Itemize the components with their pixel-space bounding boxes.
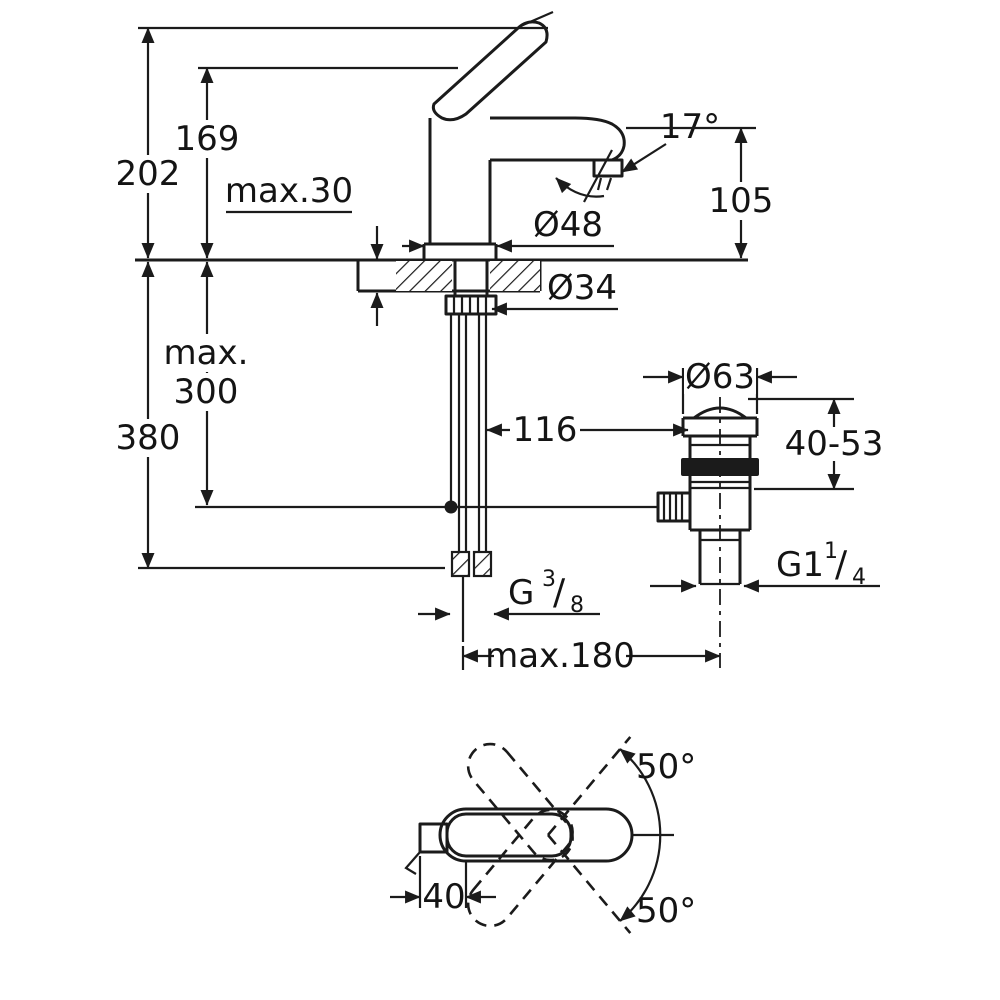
escutcheon-base <box>422 242 498 260</box>
spout <box>490 116 626 162</box>
supply-thread-slash: / <box>553 572 566 613</box>
rod-adjusting-knob <box>656 491 692 523</box>
dim-total-height: 202 <box>116 154 181 194</box>
rubber-gasket <box>681 458 759 476</box>
dim-hose-max-label: max. <box>164 333 249 373</box>
dim-supply-thread: G 3 / 8 <box>418 567 600 621</box>
supply-hoses <box>457 314 488 552</box>
supply-thread-sub: 8 <box>570 593 584 618</box>
hose-fitting-right <box>472 550 493 578</box>
top-view: 50° 50° 40 <box>390 736 696 934</box>
supply-thread-base: G <box>508 573 534 613</box>
dim-swivel-upper: 50° <box>636 747 696 787</box>
waste-thread-base: G1 <box>776 545 824 585</box>
dim-shank-diameter: Ø34 <box>547 268 617 308</box>
dim-waste-thread: G1 1 / 4 <box>650 539 880 593</box>
handle-position-lower <box>466 736 632 928</box>
dim-base-diameter: Ø48 <box>533 205 603 245</box>
lever-handle <box>431 10 554 122</box>
faucet-top-view <box>404 807 674 875</box>
dim-swivel-lower: 50° <box>636 891 696 931</box>
waste-dome-cap <box>693 406 747 420</box>
waste-thread-slash: / <box>835 544 848 585</box>
handle-top-outline <box>445 812 573 858</box>
waste-thread-sup: 1 <box>824 539 838 564</box>
dim-spout-height: 105 <box>709 181 774 221</box>
dim-max-center-distance: max.180 <box>485 636 635 676</box>
spout-angle-arc <box>555 177 605 198</box>
dim-hose-max-value: 300 <box>174 372 239 412</box>
dimension-annotations: 202 169 max.30 17° 105 Ø48 Ø34 <box>116 26 884 676</box>
mounting-deck <box>135 258 748 293</box>
dim-waste-diameter: Ø63 <box>685 357 755 397</box>
deck-hatching-right <box>490 261 540 291</box>
front-view: 202 169 max.30 17° 105 Ø48 Ø34 <box>116 10 884 676</box>
rod-ball-joint <box>444 500 458 514</box>
dim-handle-width: 40 <box>390 856 496 917</box>
drain-assembly <box>656 365 759 668</box>
dim-height-to-cartridge: 169 <box>175 119 240 159</box>
handle-position-upper <box>466 742 632 934</box>
handle-hook-detail <box>404 851 421 875</box>
handle-end-cap <box>418 822 449 854</box>
waste-thread-sub: 4 <box>852 565 866 590</box>
faucet-body <box>428 116 626 244</box>
lever-tip-line <box>522 10 554 27</box>
dim-under-deck-total: 380 <box>116 418 181 458</box>
under-deck-assembly <box>444 260 498 642</box>
deck-hatching-left <box>396 261 452 291</box>
supply-thread-sup: 3 <box>542 567 556 592</box>
dim-clamp-range: 40-53 <box>785 424 884 464</box>
swivel-arc <box>619 748 662 922</box>
dim-handle-width-value: 40 <box>422 877 465 917</box>
hose-fitting-left <box>450 550 471 578</box>
water-stream-line <box>583 149 613 203</box>
pop-up-rod-horizontal <box>195 500 658 514</box>
dim-deck-thickness: max.30 <box>225 171 353 211</box>
dim-rod-clearance: 116 <box>513 410 578 450</box>
